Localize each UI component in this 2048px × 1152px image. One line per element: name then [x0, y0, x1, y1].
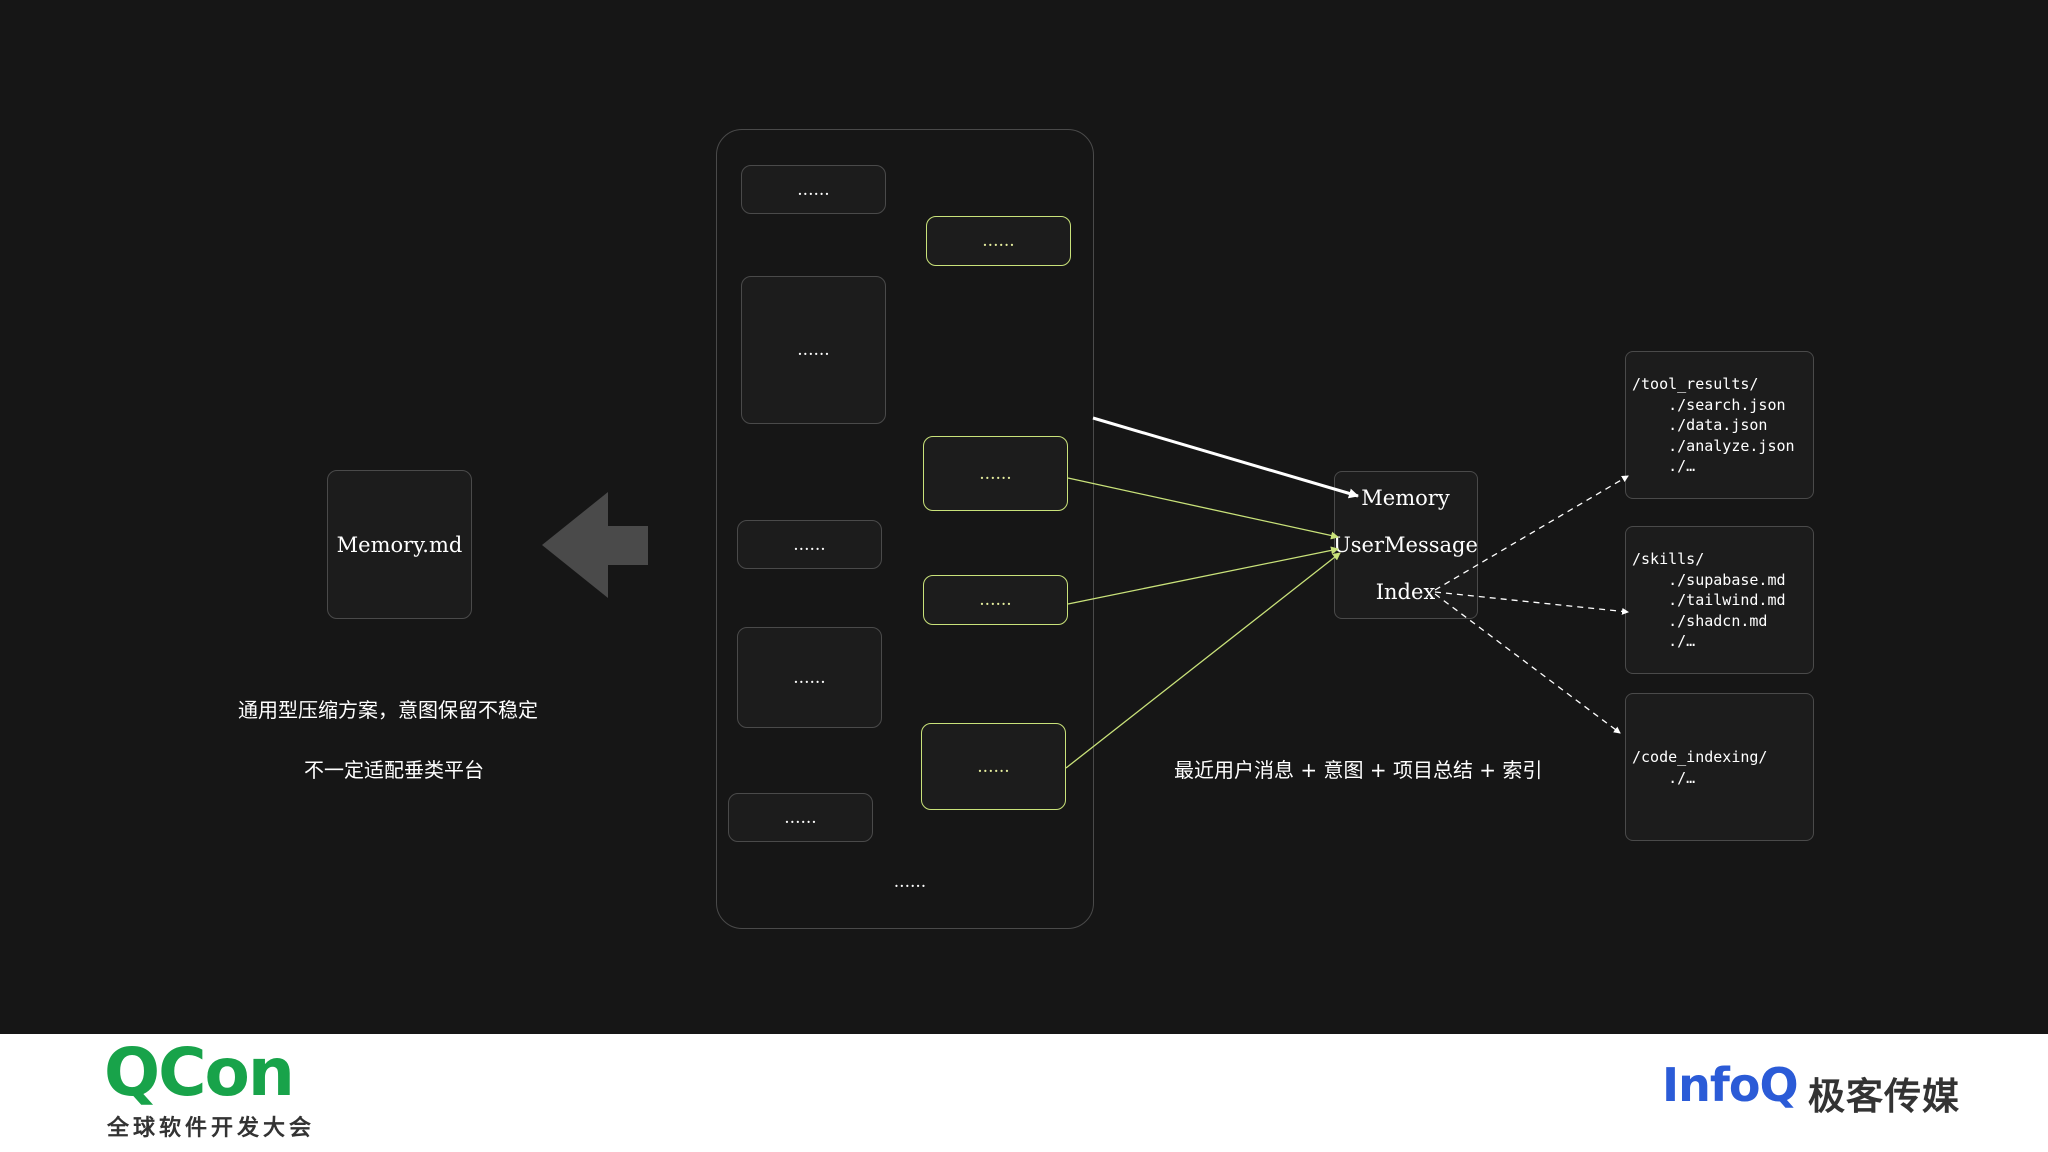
right-caption: 最近用户消息 + 意图 + 项目总结 + 索引 — [1174, 758, 1543, 782]
index-label: Index — [1375, 580, 1436, 604]
code-indexing-folder-box: /code_indexing/ ./… — [1625, 693, 1814, 841]
user-message-block-2: ...... — [923, 436, 1068, 511]
user-message-block-4: ...... — [921, 723, 1066, 810]
context-block-4: ...... — [737, 627, 882, 728]
context-block-1: ...... — [741, 165, 886, 214]
context-block-3: ...... — [737, 520, 882, 569]
context-block-label: ...... — [977, 756, 1010, 777]
slide-canvas: Memory.md ...... ...... ...... ...... ..… — [238, 129, 1814, 929]
infoq-logo: InfoQ — [1662, 1058, 1799, 1112]
context-block-2: ...... — [741, 276, 886, 424]
context-block-label: ...... — [797, 179, 830, 200]
user-message-block-3: ...... — [923, 575, 1068, 625]
context-block-label: ...... — [979, 463, 1012, 484]
context-block-label: ...... — [797, 340, 830, 360]
skills-folder-box: /skills/ ./supabase.md ./tailwind.md ./s… — [1625, 526, 1814, 674]
left-arrow-icon — [542, 492, 648, 598]
context-block-label: ...... — [784, 807, 817, 828]
footer-bar: QCon 全球软件开发大会 InfoQ 极客传媒 — [0, 1034, 2048, 1152]
memory-label: Memory — [1361, 486, 1450, 510]
memory-md-box: Memory.md — [327, 470, 472, 619]
tool-results-folder-box: /tool_results/ ./search.json ./data.json… — [1625, 351, 1814, 499]
connector-lines — [1065, 416, 1629, 769]
qcon-logo: QCon — [104, 1040, 295, 1106]
context-block-5: ...... — [728, 793, 873, 842]
context-block-label: ...... — [793, 534, 826, 555]
context-block-label: ...... — [979, 590, 1012, 610]
context-block-label: ...... — [982, 231, 1015, 251]
left-caption-2: 不一定适配垂类平台 — [304, 758, 484, 782]
qcon-subtitle: 全球软件开发大会 — [107, 1116, 316, 1141]
memory-md-label: Memory.md — [336, 532, 463, 557]
qcon-logo-text: QCon — [104, 1034, 295, 1111]
container-more-label: ...... — [893, 872, 927, 892]
infoq-cn-label: 极客传媒 — [1808, 1075, 1960, 1118]
left-caption-1: 通用型压缩方案，意图保留不稳定 — [238, 698, 538, 722]
user-message-block-1: ...... — [926, 216, 1071, 266]
context-block-label: ...... — [793, 667, 826, 688]
compressed-memory-box: Memory UserMessage Index — [1333, 471, 1478, 619]
user-message-label: UserMessage — [1333, 533, 1478, 557]
